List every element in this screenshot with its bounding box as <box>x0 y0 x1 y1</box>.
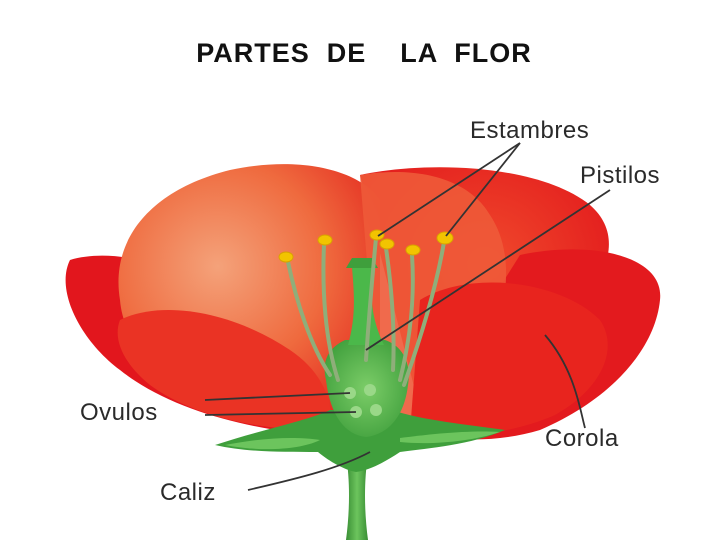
calyx-leaf-left <box>225 437 320 450</box>
anther <box>317 234 333 246</box>
ovule <box>364 384 376 396</box>
label-corola: Corola <box>545 425 619 452</box>
leader-caliz <box>247 451 371 491</box>
leader-estambres-2 <box>445 142 521 237</box>
leader-ovulos-2 <box>204 411 357 416</box>
label-pistilos: Pistilos <box>580 162 660 189</box>
stamen-filament <box>286 260 332 377</box>
label-estambres: Estambres <box>470 117 589 144</box>
anther <box>436 231 454 245</box>
leader-pistilos <box>365 189 611 351</box>
ovule <box>370 404 382 416</box>
stamen-filament <box>398 253 415 382</box>
leader-corola <box>544 334 586 429</box>
calyx <box>215 410 505 472</box>
pistil-style <box>348 268 384 345</box>
page-title: PARTES DE LA FLOR <box>196 38 532 68</box>
anther <box>369 229 385 241</box>
stamen-filament <box>384 246 396 372</box>
calyx-leaf-right <box>400 431 500 444</box>
anther <box>405 244 421 256</box>
anther <box>278 251 294 263</box>
petal-front-right <box>410 282 608 436</box>
stem <box>346 455 368 540</box>
leader-ovulos-1 <box>204 392 351 401</box>
anthers <box>278 229 454 263</box>
petal-front-left <box>117 310 331 431</box>
pistil-stigma <box>346 258 378 268</box>
label-ovulos: Ovulos <box>80 399 158 426</box>
anther <box>379 238 395 250</box>
label-caliz: Caliz <box>160 479 216 506</box>
stamen-filament <box>321 243 340 382</box>
stamen-filament <box>402 240 446 387</box>
leader-estambres-1 <box>377 142 521 237</box>
